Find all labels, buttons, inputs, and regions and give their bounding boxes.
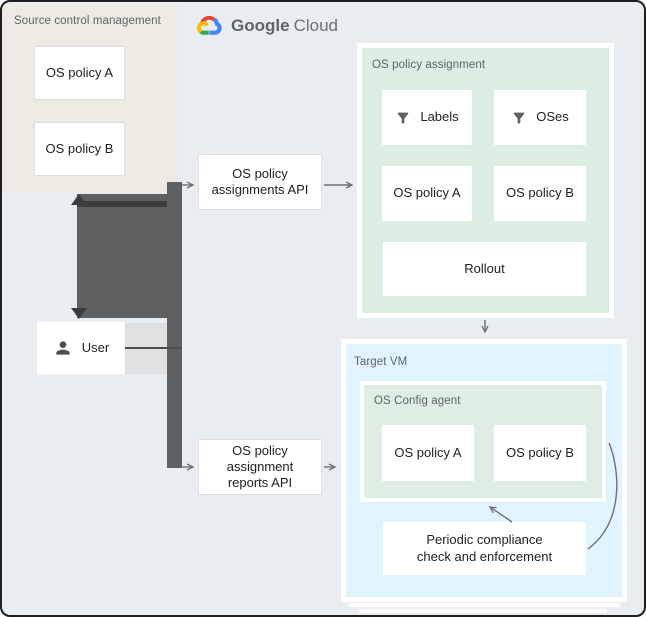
periodic-compliance-label: Periodic compliance check and enforcemen… <box>416 532 553 564</box>
os-policy-assignments-api-label: OS policy assignments API <box>211 165 309 197</box>
assignment-os-policy-a-label: OS policy A <box>393 185 461 201</box>
user-connector-line <box>125 347 182 349</box>
os-policy-assignment-reports-api-box: OS policy assignment reports API <box>198 439 322 495</box>
rollout-box: Rollout <box>383 242 586 296</box>
source-os-policy-a-box: OS policy A <box>34 46 125 100</box>
oses-box: OSes <box>494 90 586 145</box>
os-config-agent-panel: OS Config agent OS policy A OS policy B <box>360 381 606 502</box>
source-os-policy-b-box: OS policy B <box>34 122 125 176</box>
source-control-panel: Source control management OS policy A OS… <box>2 5 178 192</box>
os-policy-assignment-panel: OS policy assignment Labels OSes <box>357 43 614 318</box>
target-vm-title: Target VM <box>354 356 408 368</box>
agent-os-policy-a-box: OS policy A <box>382 425 474 481</box>
user-label: User <box>81 339 110 355</box>
os-policy-assignments-api-box: OS policy assignments API <box>198 154 322 210</box>
vm-stack-strip <box>349 603 620 607</box>
os-policy-assignment-reports-api-label: OS policy assignment reports API <box>226 442 294 491</box>
labels-label: Labels <box>420 109 459 125</box>
person-icon <box>53 338 73 358</box>
source-os-policy-b-label: OS policy B <box>45 140 114 156</box>
thick-arrowhead-up-icon <box>71 194 87 205</box>
user-box: User <box>37 322 125 374</box>
labels-box: Labels <box>382 90 472 145</box>
agent-os-policy-a-label: OS policy A <box>394 444 462 460</box>
rollout-label: Rollout <box>464 260 505 276</box>
thick-connector-strip <box>77 201 167 207</box>
vm-stack-strip <box>359 609 607 613</box>
filter-icon <box>395 110 411 126</box>
thick-arrowhead-down-icon <box>71 308 87 319</box>
target-vm-panel: Target VM OS Config agent OS policy A OS… <box>341 339 627 602</box>
agent-os-policy-b-label: OS policy B <box>506 444 574 460</box>
thick-connector-vertical-bar <box>167 182 182 468</box>
os-policy-assignment-title: OS policy assignment <box>372 59 486 71</box>
oses-label: OSes <box>536 109 569 125</box>
source-control-title: Source control management <box>14 15 161 27</box>
periodic-compliance-box: Periodic compliance check and enforcemen… <box>383 522 586 575</box>
assignment-os-policy-a-box: OS policy A <box>382 166 472 221</box>
thick-connector-block <box>77 194 167 318</box>
source-os-policy-a-label: OS policy A <box>45 64 114 80</box>
google-cloud-icon <box>196 15 223 37</box>
filter-icon <box>511 110 527 126</box>
assignment-os-policy-b-label: OS policy B <box>506 185 574 201</box>
assignment-os-policy-b-box: OS policy B <box>494 166 586 221</box>
os-config-agent-title: OS Config agent <box>374 395 461 407</box>
agent-os-policy-b-box: OS policy B <box>494 425 586 481</box>
